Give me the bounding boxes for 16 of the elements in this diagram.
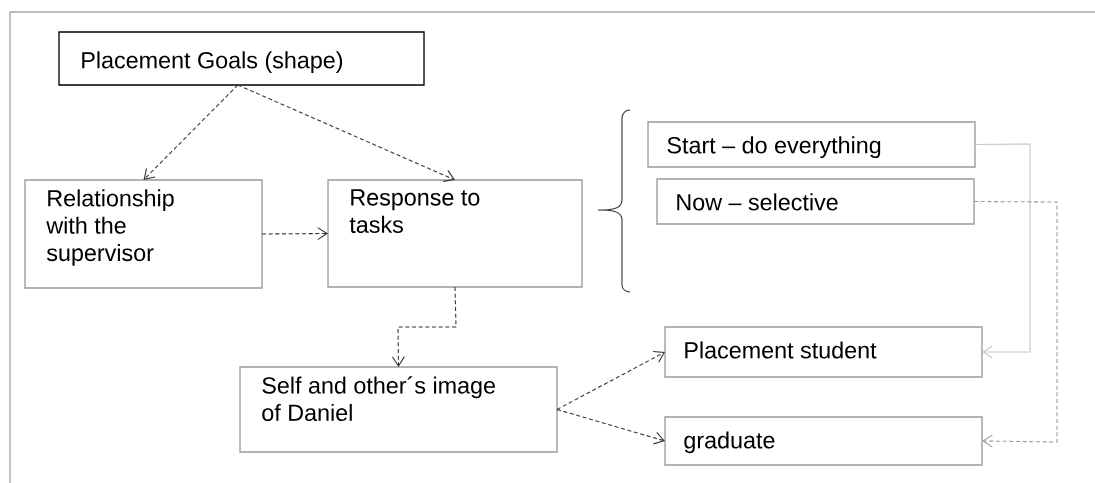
text-box: Placement Goals (shape) — [58, 31, 425, 86]
text-box: graduate — [664, 416, 983, 466]
text-box: Self and other´s image of Daniel — [239, 366, 558, 453]
arrow — [974, 143, 1031, 359]
text-box: Now – selective — [656, 178, 975, 225]
arrow — [143, 84, 239, 180]
arrow — [261, 227, 328, 241]
arrow — [973, 200, 1058, 448]
text-box: Relationship with the supervisor — [24, 179, 263, 289]
arrow — [237, 84, 455, 182]
arrow — [556, 408, 665, 445]
text-box: Response to tasks — [327, 179, 583, 288]
arrow — [556, 351, 665, 411]
text-box: Placement student — [664, 326, 983, 378]
arrow — [391, 286, 457, 367]
text-box: Start – do everything — [647, 121, 976, 168]
